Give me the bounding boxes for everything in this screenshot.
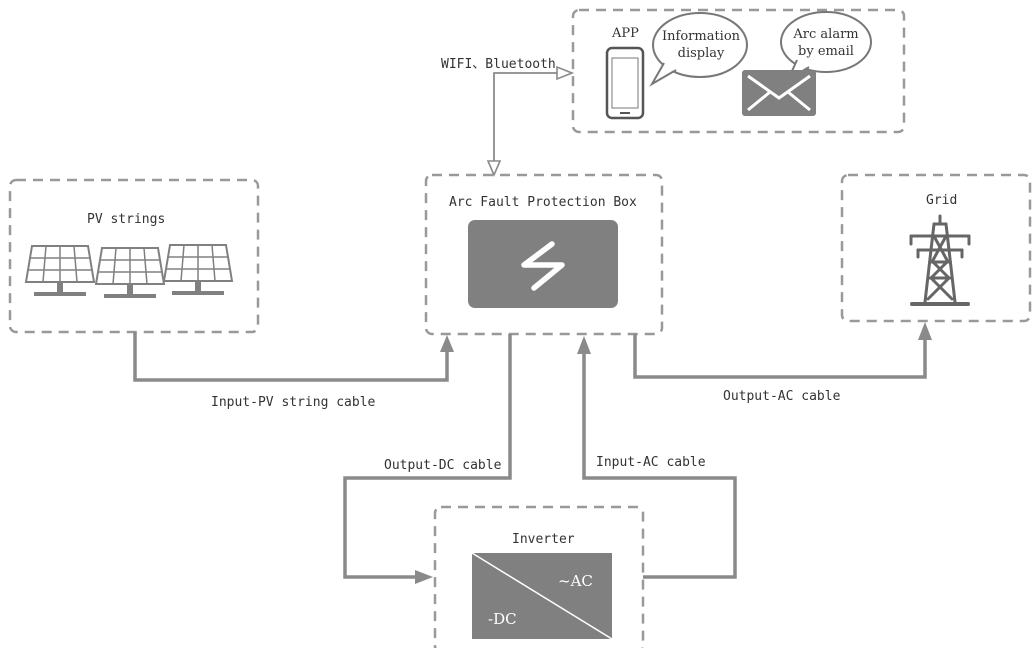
protection-device-icon <box>468 220 618 308</box>
envelope-icon <box>742 70 816 116</box>
app-title: APP <box>612 26 639 41</box>
wireless-link <box>486 65 575 178</box>
inverter-dc-label: -DC <box>488 610 517 628</box>
grid-box <box>840 173 1032 323</box>
wireless-link-label: WIFI、Bluetooth <box>441 57 556 72</box>
inverter-ac-label: ~AC <box>558 572 593 590</box>
solar-panel-3 <box>162 244 234 295</box>
solar-panels-icon <box>24 244 234 298</box>
dc-output-cable <box>343 334 512 584</box>
transmission-tower-icon <box>909 214 971 306</box>
solar-panel-2 <box>94 247 166 298</box>
inverter-box <box>433 505 645 648</box>
arc-fault-protection-box <box>424 173 664 336</box>
app-box <box>571 8 906 134</box>
ac-input-cable <box>577 336 737 579</box>
solar-panel-1 <box>24 245 96 296</box>
inverter-title: Inverter <box>512 532 575 547</box>
ac-output-cable <box>633 322 932 379</box>
lightning-bolt-icon <box>521 241 565 291</box>
arc-alarm-email-label: Arc alarm by email <box>793 27 859 59</box>
grid-title: Grid <box>926 193 958 208</box>
inverter-device-icon <box>471 552 613 640</box>
information-speech-bubble <box>649 12 748 87</box>
ac-input-cable-label: Input-AC cable <box>596 455 706 470</box>
pv-strings-title: PV strings <box>87 212 166 227</box>
arc-fault-protection-box-title: Arc Fault Protection Box <box>449 195 637 210</box>
ac-output-cable-label: Output-AC cable <box>723 389 841 404</box>
dc-output-cable-label: Output-DC cable <box>384 458 502 473</box>
phone-icon <box>605 46 645 120</box>
pv-input-cable <box>133 332 454 382</box>
pv-input-cable-label: Input-PV string cable <box>211 395 376 410</box>
information-display-label: Information display <box>662 29 741 61</box>
